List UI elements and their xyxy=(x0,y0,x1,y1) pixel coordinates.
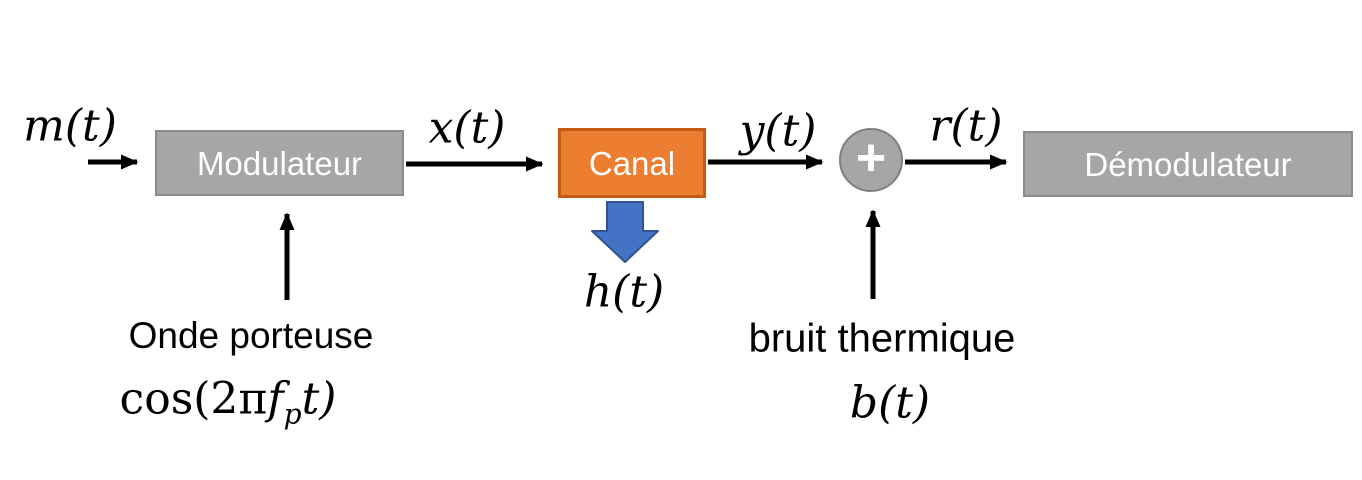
formula-prefix: cos(2π xyxy=(119,373,268,425)
block-modulateur: Modulateur xyxy=(155,130,404,196)
signal-label-x: x(t) xyxy=(428,102,506,154)
carrier-wave-formula: cos(2πfpt) xyxy=(119,373,337,428)
thermal-noise-label: bruit thermique xyxy=(748,316,1016,361)
block-canal-label: Canal xyxy=(588,144,676,182)
formula-symbol: f xyxy=(267,373,284,425)
signal-label-r: r(t) xyxy=(929,100,1003,152)
signal-label-b: b(t) xyxy=(849,377,931,429)
impulse-response-block-arrow-icon xyxy=(591,201,659,263)
block-demodulateur: Démodulateur xyxy=(1023,131,1353,197)
carrier-wave-label: Onde porteuse xyxy=(128,315,374,356)
signal-label-h: h(t) xyxy=(583,266,665,318)
plus-icon: + xyxy=(855,129,887,187)
signal-label-y: y(t) xyxy=(739,105,817,157)
signal-label-m: m(t) xyxy=(23,100,117,152)
block-demodulateur-label: Démodulateur xyxy=(1084,145,1292,183)
formula-subscript: p xyxy=(283,397,302,431)
adder-node: + xyxy=(839,128,903,192)
block-modulateur-label: Modulateur xyxy=(196,144,363,182)
formula-suffix: t) xyxy=(301,373,337,425)
block-canal: Canal xyxy=(558,128,706,198)
